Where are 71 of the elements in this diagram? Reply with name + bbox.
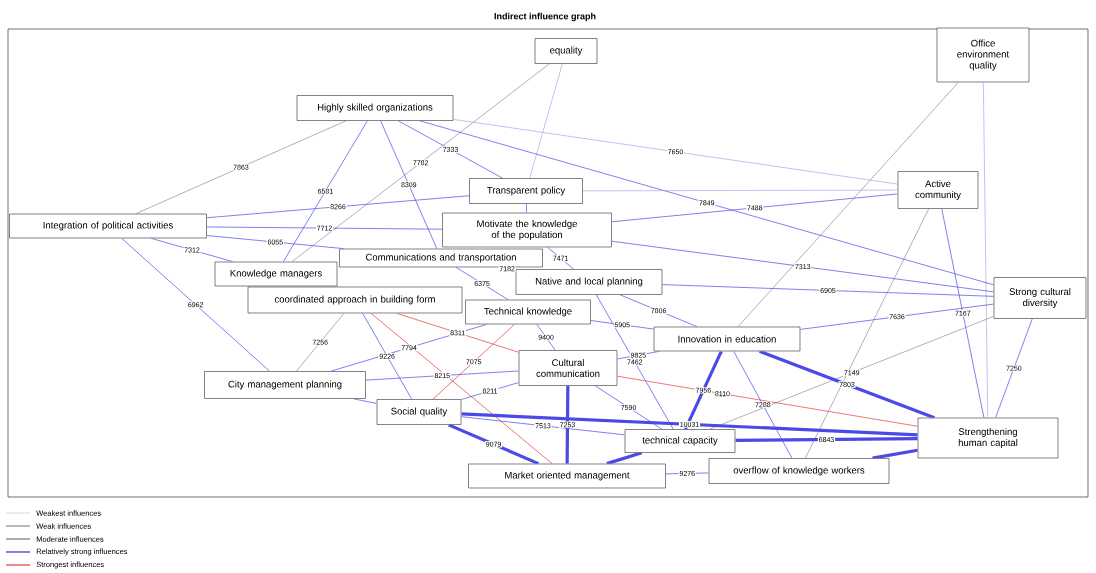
connector-line — [419, 120, 994, 286]
connector-line — [283, 120, 368, 262]
connector-line — [448, 423, 540, 466]
connector-line — [805, 208, 930, 459]
connector-line — [611, 240, 994, 293]
text-box: Innovation in education — [653, 326, 801, 352]
connector-line — [370, 313, 553, 464]
text-box: Cultural communication — [518, 350, 618, 386]
text-box: Office environment quality — [936, 27, 1030, 83]
text-box: Strong cultural diversity — [993, 277, 1087, 319]
text-box: Strengthening human capital — [917, 417, 1059, 459]
connector-line — [461, 416, 625, 436]
connector-line — [733, 351, 793, 459]
text-box: Motivate the knowledge of the population — [442, 212, 612, 248]
connector-line — [362, 313, 412, 400]
text-box: Market oriented management — [468, 463, 666, 489]
connector-line — [150, 238, 234, 262]
text-box: Social quality — [376, 399, 462, 425]
connector-line — [206, 195, 470, 219]
connector-line — [526, 203, 527, 213]
connector-line — [759, 349, 935, 420]
connector-line — [619, 294, 698, 327]
text-box: Transparent policy — [469, 178, 583, 204]
connector-line — [365, 370, 519, 381]
connector-line — [432, 324, 515, 400]
connector-line — [983, 82, 989, 418]
connector-line — [396, 313, 519, 353]
connector-line — [121, 238, 270, 372]
connector-line — [380, 120, 438, 249]
text-box: coordinated approach in building form — [247, 286, 463, 314]
connector-line — [461, 412, 918, 437]
connector-line — [596, 294, 674, 430]
connector-line — [529, 63, 563, 179]
connector-line — [709, 316, 994, 430]
connector-line — [291, 63, 550, 262]
connector-line — [595, 385, 663, 430]
connector-line — [800, 303, 994, 330]
connector-line — [461, 382, 519, 400]
connector-line — [995, 318, 1033, 418]
connector-line — [135, 120, 347, 214]
connector-line — [582, 189, 898, 192]
connector-line — [662, 284, 994, 297]
connector-line — [565, 385, 570, 464]
connector-line — [206, 226, 443, 230]
connector-line — [536, 324, 556, 351]
connector-line — [617, 351, 660, 360]
text-box: Highly skilled organizations — [296, 95, 454, 121]
connector-line — [737, 82, 959, 327]
text-box: Native and local planning — [515, 269, 663, 295]
connector-line — [398, 120, 503, 179]
connector-line — [330, 324, 488, 372]
text-box: Integration of political activities — [9, 213, 207, 239]
connector-line — [453, 119, 898, 185]
connector-line — [735, 437, 918, 443]
connector-line — [547, 247, 575, 270]
text-box: equality — [534, 38, 598, 64]
connector-line — [590, 320, 654, 330]
connector-line — [611, 193, 898, 223]
title: Indirect influence graph — [494, 12, 596, 22]
connector-line — [296, 313, 345, 372]
text-box: overflow of knowledge workers — [708, 458, 890, 484]
connector-line — [941, 208, 985, 418]
text-box: City management planning — [204, 371, 366, 399]
connector-line — [353, 398, 377, 404]
connector-line — [684, 350, 723, 430]
connector-line — [617, 375, 918, 427]
connector-line — [455, 267, 509, 300]
text-box: Knowledge managers — [214, 261, 338, 287]
connector-line — [872, 448, 918, 460]
text-box: Active community — [897, 171, 979, 209]
text-box: Technical knowledge — [465, 299, 591, 325]
